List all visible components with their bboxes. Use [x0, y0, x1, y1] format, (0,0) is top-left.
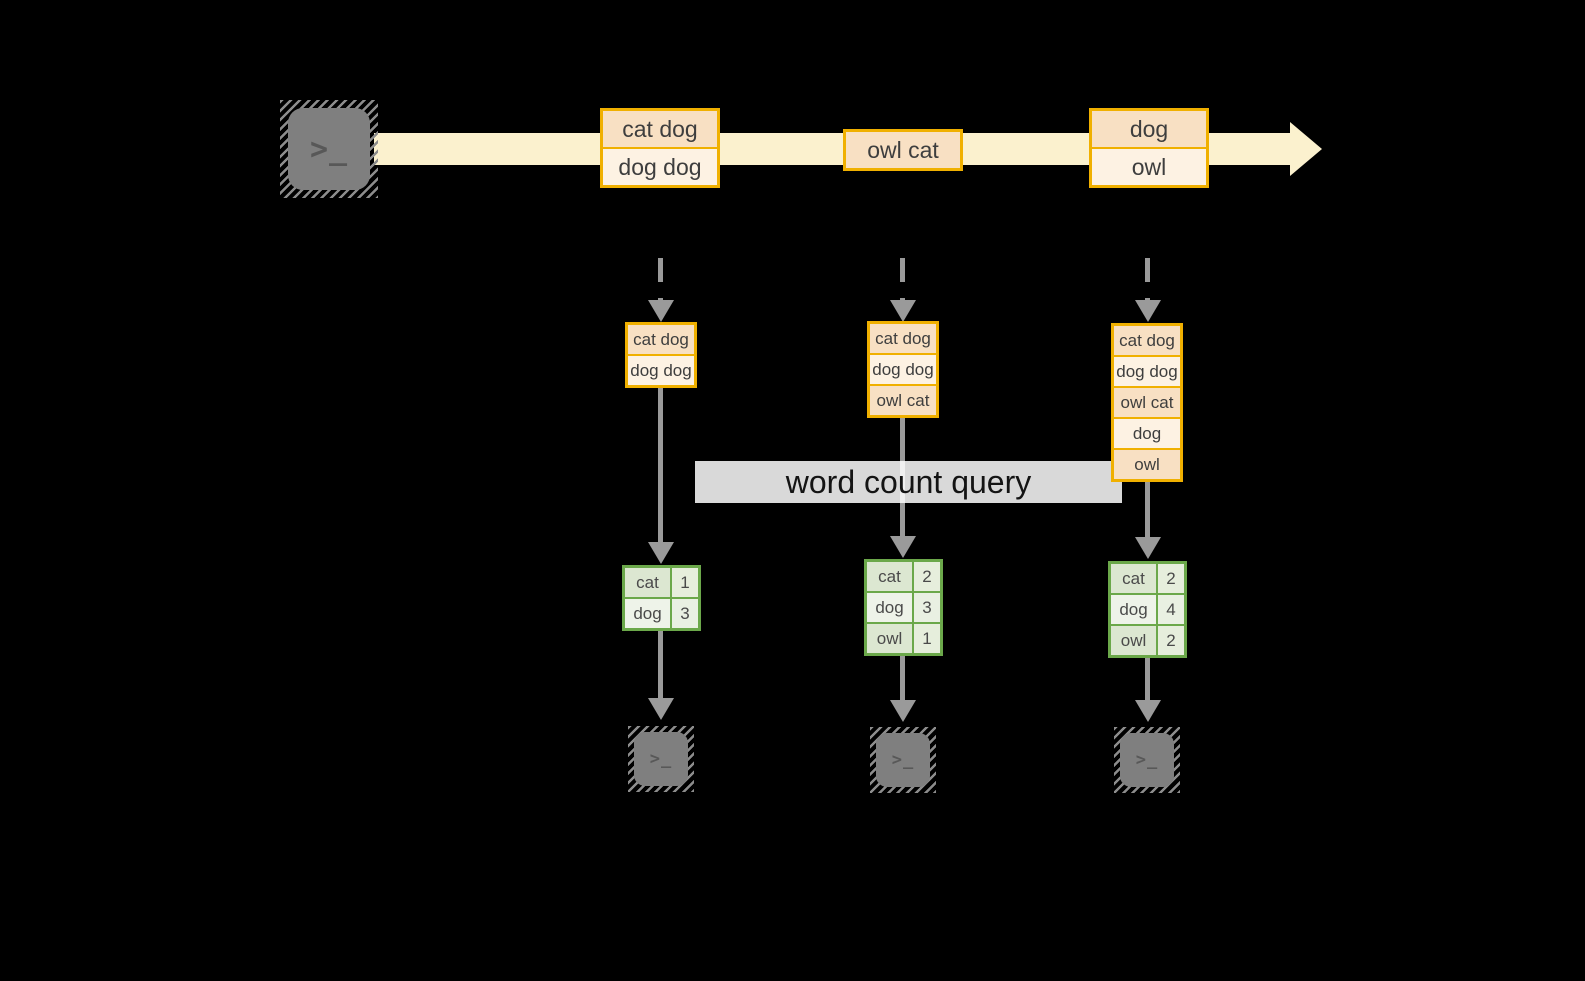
- trigger-arrow-line-1: [658, 258, 663, 302]
- stream-batch-3: dog owl: [1089, 108, 1209, 188]
- trigger-arrow-head-3: [1135, 300, 1161, 322]
- input-table-3: cat dog dog dog owl cat dog owl: [1111, 323, 1183, 482]
- sink-terminal-icon-2: >_: [870, 727, 936, 793]
- source-terminal-icon: >_: [280, 100, 378, 198]
- query-arrow-head-1: [648, 542, 674, 564]
- stream-record: owl cat: [846, 132, 960, 168]
- trigger-arrow-head-1: [648, 300, 674, 322]
- result-row: cat 2: [867, 562, 940, 591]
- sink-terminal-icon-1: >_: [628, 726, 694, 792]
- output-arrow-line-1: [658, 631, 663, 698]
- terminal-prompt-glyph: >_: [309, 131, 349, 167]
- input-row: owl: [1114, 448, 1180, 479]
- result-row: owl 2: [1111, 626, 1184, 655]
- input-row: cat dog: [1114, 326, 1180, 355]
- output-arrow-head-3: [1135, 700, 1161, 722]
- stream-record: dog dog: [603, 147, 717, 185]
- terminal-prompt-glyph: >_: [1135, 750, 1159, 770]
- trigger-arrow-line-3: [1145, 258, 1150, 302]
- terminal-prompt-glyph: >_: [649, 749, 673, 769]
- input-row: dog dog: [1114, 355, 1180, 386]
- input-row: dog: [1114, 417, 1180, 448]
- stream-record: dog: [1092, 111, 1206, 147]
- result-table-3: cat 2 dog 4 owl 2: [1108, 561, 1187, 658]
- output-arrow-head-2: [890, 700, 916, 722]
- count-cell: 1: [914, 624, 940, 653]
- input-row: cat dog: [628, 325, 694, 354]
- result-table-2: cat 2 dog 3 owl 1: [864, 559, 943, 656]
- word-cell: dog: [625, 599, 670, 628]
- query-arrow-head-3: [1135, 537, 1161, 559]
- terminal-prompt-glyph: >_: [891, 750, 915, 770]
- count-cell: 2: [1158, 564, 1184, 593]
- terminal-screen: >_: [1120, 733, 1174, 787]
- count-cell: 2: [1158, 626, 1184, 655]
- result-table-1: cat 1 dog 3: [622, 565, 701, 631]
- input-row: dog dog: [870, 353, 936, 384]
- result-row: dog 3: [625, 599, 698, 628]
- stream-record: cat dog: [603, 111, 717, 147]
- word-cell: cat: [625, 568, 670, 597]
- result-row: cat 2: [1111, 564, 1184, 593]
- query-arrow-line-3: [1145, 482, 1150, 537]
- trigger-arrow-head-2: [890, 300, 916, 322]
- result-row: cat 1: [625, 568, 698, 597]
- word-cell: dog: [1111, 595, 1156, 624]
- count-cell: 1: [672, 568, 698, 597]
- terminal-screen: >_: [634, 732, 688, 786]
- stream-arrow-head: [1290, 122, 1322, 176]
- stream-batch-1: cat dog dog dog: [600, 108, 720, 188]
- result-row: dog 4: [1111, 595, 1184, 624]
- count-cell: 2: [914, 562, 940, 591]
- query-label: word count query: [695, 461, 1122, 503]
- query-arrow-line-1: [658, 388, 663, 542]
- word-cell: cat: [867, 562, 912, 591]
- output-arrow-line-2: [900, 656, 905, 700]
- terminal-screen: >_: [876, 733, 930, 787]
- word-cell: dog: [867, 593, 912, 622]
- input-row: cat dog: [870, 324, 936, 353]
- stream-record: owl: [1092, 147, 1206, 185]
- input-table-2: cat dog dog dog owl cat: [867, 321, 939, 418]
- trigger-arrow-line-2: [900, 258, 905, 302]
- word-cell: owl: [867, 624, 912, 653]
- input-row: dog dog: [628, 354, 694, 385]
- count-cell: 3: [914, 593, 940, 622]
- input-row: owl cat: [1114, 386, 1180, 417]
- output-arrow-head-1: [648, 698, 674, 720]
- word-cell: cat: [1111, 564, 1156, 593]
- sink-terminal-icon-3: >_: [1114, 727, 1180, 793]
- terminal-screen: >_: [288, 108, 370, 190]
- output-arrow-line-3: [1145, 658, 1150, 700]
- count-cell: 3: [672, 599, 698, 628]
- input-table-1: cat dog dog dog: [625, 322, 697, 388]
- count-cell: 4: [1158, 595, 1184, 624]
- result-row: dog 3: [867, 593, 940, 622]
- word-cell: owl: [1111, 626, 1156, 655]
- input-row: owl cat: [870, 384, 936, 415]
- result-row: owl 1: [867, 624, 940, 653]
- query-arrow-head-2: [890, 536, 916, 558]
- stream-batch-2: owl cat: [843, 129, 963, 171]
